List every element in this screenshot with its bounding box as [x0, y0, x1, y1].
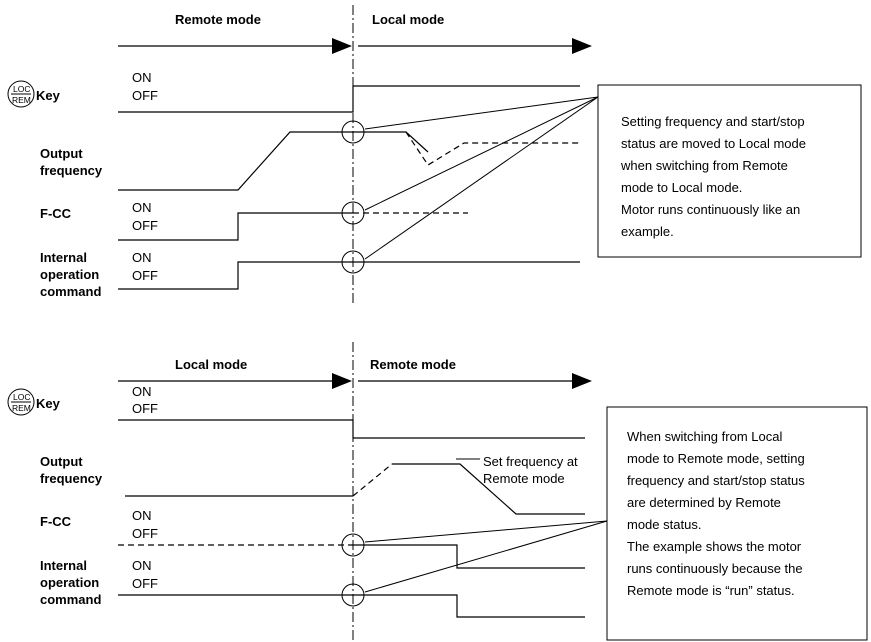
top-output-frequency-signal — [118, 131, 429, 191]
top-internal-off-label: OFF — [132, 268, 158, 283]
bottom-diagram: Local mode Remote mode LOC REM Key ON OF… — [7, 342, 868, 641]
top-output-frequency-dashed — [405, 131, 580, 166]
bottom-set-frequency-label-1: Set frequency at — [483, 454, 578, 469]
bottom-pointer-line-2 — [364, 520, 608, 593]
bottom-note-line: mode to Remote mode, setting — [627, 451, 805, 466]
bottom-output-frequency-dashed — [352, 463, 393, 497]
bottom-set-frequency-label-2: Remote mode — [483, 471, 565, 486]
bottom-mode-right-label: Remote mode — [370, 357, 456, 372]
svg-text:REM: REM — [12, 403, 31, 413]
svg-text:LOC: LOC — [13, 84, 30, 94]
top-note-line: status are moved to Local mode — [621, 136, 806, 151]
top-note-line: Motor runs continuously like an — [621, 202, 800, 217]
bottom-fcc-marker-circle — [341, 533, 365, 557]
bottom-note-box — [606, 406, 868, 641]
bottom-note-text: When switching from Local mode to Remote… — [627, 429, 805, 598]
bottom-internal-marker-circle — [341, 583, 365, 607]
top-fcc-off-label: OFF — [132, 218, 158, 233]
bottom-key-off-label: OFF — [132, 401, 158, 416]
bottom-mode-left-label: Local mode — [175, 357, 247, 372]
bottom-internal-label-1: Internal — [40, 558, 87, 573]
top-pointer-line-1 — [364, 96, 599, 130]
bottom-note-line: runs continuously because the — [627, 561, 803, 576]
bottom-note-line: are determined by Remote — [627, 495, 781, 510]
bottom-loc-rem-key-icon: LOC REM — [7, 388, 35, 416]
bottom-note-line: The example shows the motor — [627, 539, 802, 554]
bottom-internal-on-label: ON — [132, 558, 152, 573]
top-output-label-2: frequency — [40, 163, 103, 178]
svg-text:LOC: LOC — [13, 392, 30, 402]
bottom-key-signal — [118, 419, 585, 439]
top-mode-left-label: Remote mode — [175, 12, 261, 27]
bottom-internal-label-2: operation — [40, 575, 99, 590]
top-note-line: example. — [621, 224, 674, 239]
top-key-on-label: ON — [132, 70, 152, 85]
top-mode-right-label: Local mode — [372, 12, 444, 27]
bottom-pointer-line-1 — [364, 520, 608, 543]
bottom-key-label: Key — [36, 396, 61, 411]
top-internal-label-3: command — [40, 284, 101, 299]
top-note-line: mode to Local mode. — [621, 180, 742, 195]
bottom-output-frequency-remote — [392, 463, 585, 515]
top-internal-signal — [118, 261, 580, 290]
top-internal-label-1: Internal — [40, 250, 87, 265]
bottom-note-line: frequency and start/stop status — [627, 473, 805, 488]
bottom-note-line: Remote mode is “run” status. — [627, 583, 795, 598]
top-internal-label-2: operation — [40, 267, 99, 282]
top-key-off-label: OFF — [132, 88, 158, 103]
bottom-note-line: mode status. — [627, 517, 701, 532]
top-note-text: Setting frequency and start/stop status … — [620, 114, 806, 239]
svg-text:REM: REM — [12, 95, 31, 105]
bottom-internal-label-3: command — [40, 592, 101, 607]
bottom-left-arrow-head — [332, 373, 352, 389]
top-right-arrow-head — [572, 38, 592, 54]
top-note-line: Setting frequency and start/stop — [621, 114, 805, 129]
bottom-internal-off-label: OFF — [132, 576, 158, 591]
bottom-output-label-2: frequency — [40, 471, 103, 486]
top-fcc-on-label: ON — [132, 200, 152, 215]
top-pointer-line-3 — [364, 96, 599, 260]
top-key-signal — [118, 85, 580, 113]
top-key-label: Key — [36, 88, 61, 103]
top-pointer-line-2 — [364, 96, 599, 211]
top-output-label-1: Output — [40, 146, 83, 161]
top-left-arrow-head — [332, 38, 352, 54]
bottom-right-arrow-head — [572, 373, 592, 389]
bottom-note-line: When switching from Local — [627, 429, 782, 444]
top-internal-marker-circle — [341, 250, 365, 274]
bottom-fcc-on-label: ON — [132, 508, 152, 523]
top-diagram: Remote mode Local mode LOC REM Key ON OF… — [7, 5, 862, 305]
top-note-line: when switching from Remote — [620, 158, 788, 173]
top-fcc-marker-circle — [341, 201, 365, 225]
top-note-box — [597, 84, 862, 258]
top-fcc-label: F-CC — [40, 206, 72, 221]
bottom-output-label-1: Output — [40, 454, 83, 469]
top-loc-rem-key-icon: LOC REM — [7, 80, 35, 108]
bottom-fcc-off-label: OFF — [132, 526, 158, 541]
top-internal-on-label: ON — [132, 250, 152, 265]
bottom-key-on-label: ON — [132, 384, 152, 399]
bottom-fcc-label: F-CC — [40, 514, 72, 529]
top-fcc-signal — [118, 212, 353, 241]
bottom-fcc-signal — [353, 544, 585, 569]
bottom-internal-signal — [118, 594, 585, 618]
